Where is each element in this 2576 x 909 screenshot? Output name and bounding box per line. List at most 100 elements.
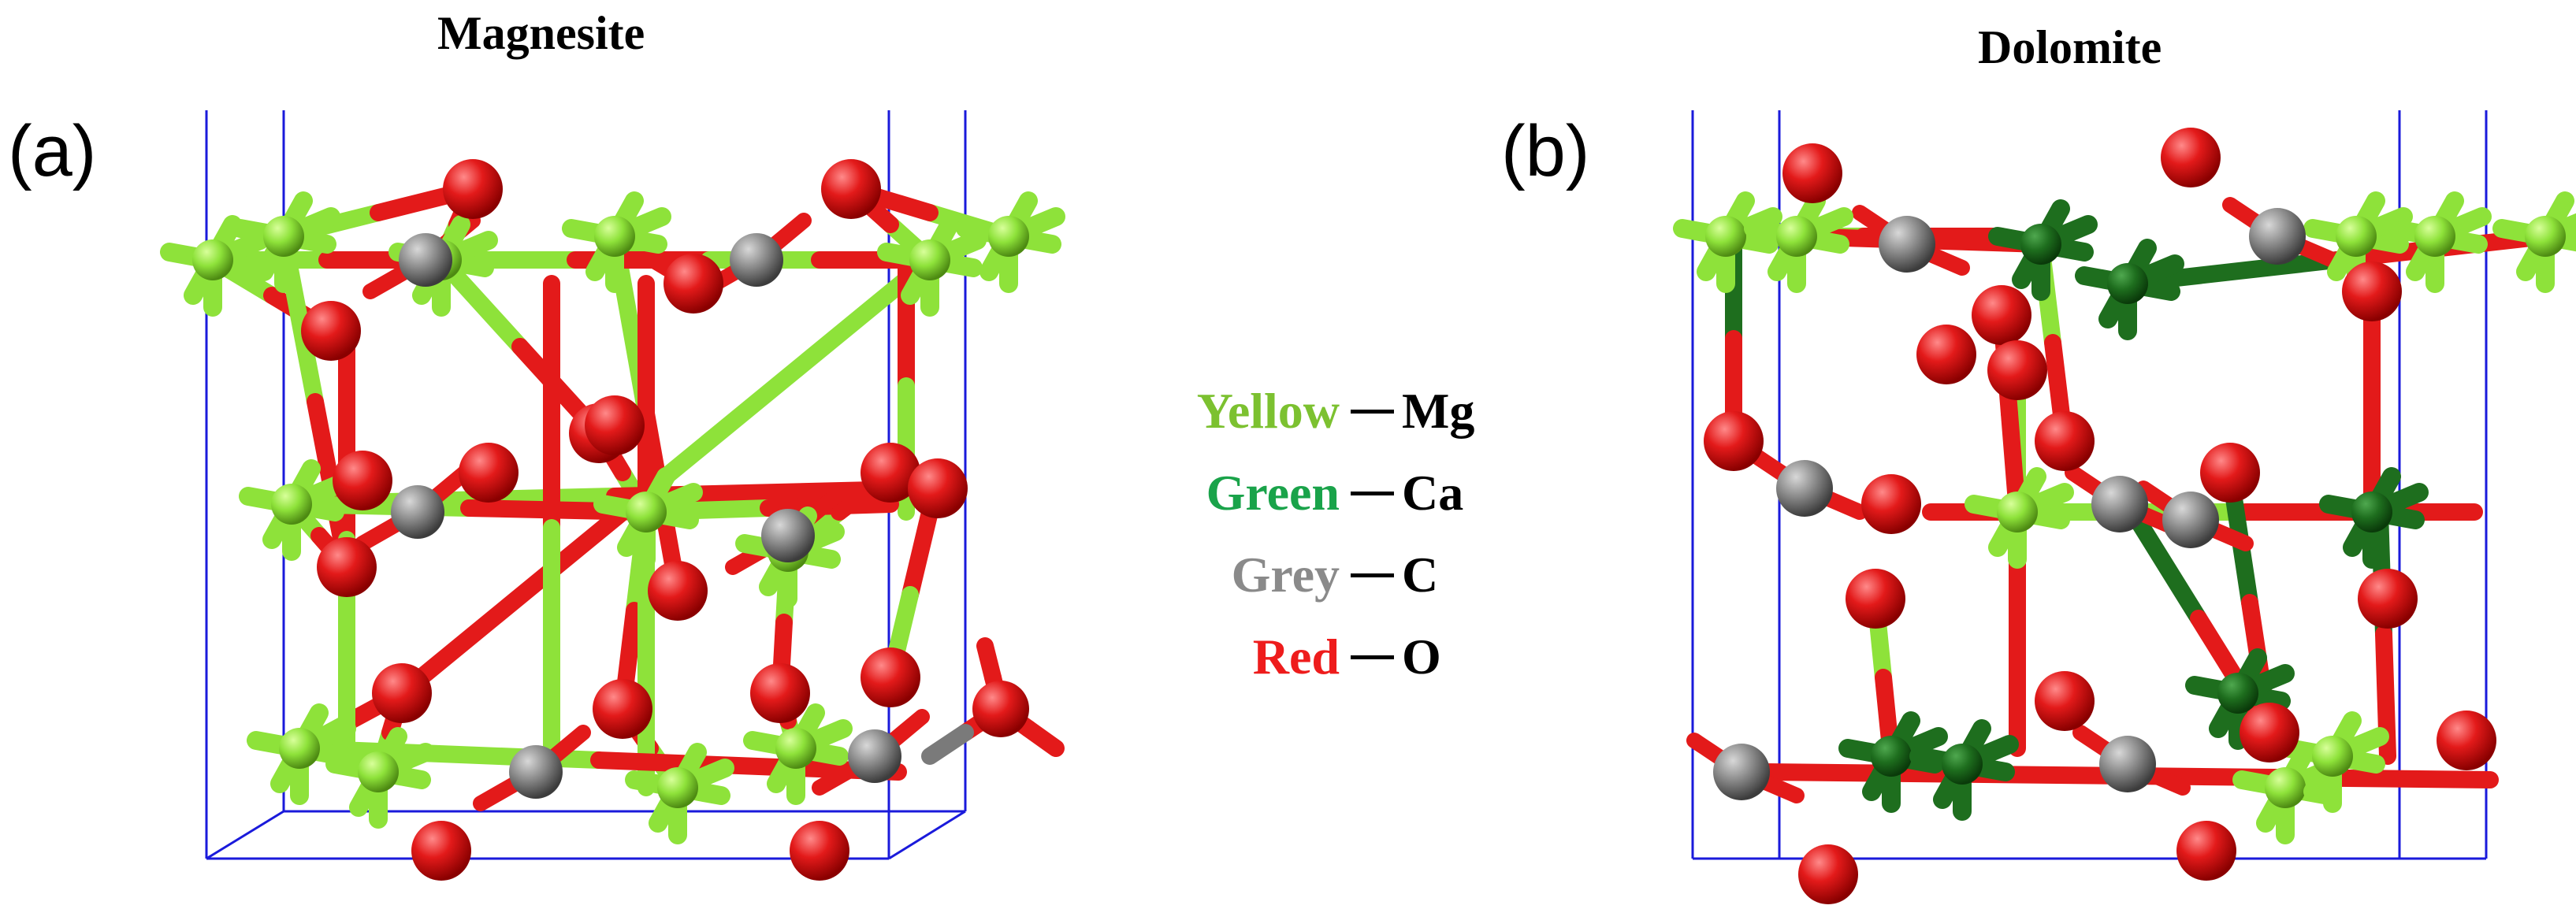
atom-mg	[192, 239, 233, 280]
atom-o	[790, 821, 849, 881]
atom-o	[861, 647, 920, 707]
atom-o	[648, 561, 708, 621]
panel-a-title: Magnesite	[437, 7, 645, 59]
bond	[657, 251, 939, 485]
atom-c	[848, 729, 901, 783]
atom-o	[301, 301, 361, 361]
atom-mg	[657, 767, 698, 808]
atom-ca	[2107, 263, 2148, 304]
atom-ca	[2217, 673, 2258, 714]
atom-o	[750, 663, 810, 723]
atom-mg	[1776, 216, 1817, 257]
atom-o	[908, 458, 968, 518]
bond	[921, 724, 974, 765]
atom-ca	[1942, 744, 1983, 785]
legend-color-name: Grey	[1231, 547, 1340, 603]
atom-c	[2162, 492, 2219, 548]
atom-o	[1846, 569, 1905, 629]
atom-mg	[2312, 736, 2353, 777]
panel-a-label: (a)	[8, 111, 97, 191]
atom-o	[1987, 340, 2047, 400]
legend-element: Mg	[1402, 383, 1475, 439]
bond	[976, 637, 1002, 686]
atom-mg	[909, 239, 950, 280]
atom-ca	[2020, 224, 2061, 265]
legend-row-mg: Yellow Mg	[1147, 370, 1525, 452]
legend-dash	[1351, 409, 1394, 414]
atom-c	[1713, 744, 1770, 800]
atom-mg	[2414, 216, 2455, 257]
atom-o	[1704, 411, 1764, 471]
legend-dash	[1351, 491, 1394, 495]
legend-element: C	[1402, 547, 1439, 603]
atom-c	[730, 233, 783, 287]
atom-o	[1861, 474, 1921, 534]
atom-o	[2035, 671, 2095, 731]
atom-c	[1776, 460, 1833, 517]
atom-o	[2176, 821, 2236, 881]
atom-mg	[2265, 767, 2306, 808]
atom-o	[2342, 262, 2402, 321]
legend-row-o: Red O	[1147, 616, 1525, 698]
atom-o	[861, 443, 920, 503]
atom-c	[399, 233, 452, 287]
legend-element: Ca	[1402, 465, 1464, 521]
atom-mg	[263, 216, 304, 257]
atom-o	[2358, 569, 2418, 629]
atom-c	[2091, 476, 2148, 532]
bond	[2119, 251, 2345, 292]
atom-o	[585, 395, 645, 455]
legend-element: O	[1402, 629, 1441, 685]
atom-mg	[358, 751, 399, 792]
atom-o	[2240, 703, 2299, 762]
legend-color-name: Green	[1206, 465, 1340, 521]
atom-c	[509, 745, 563, 799]
panel-a-structure	[160, 159, 1065, 881]
legend-dash	[1351, 573, 1394, 577]
atom-mg	[2525, 216, 2566, 257]
atom-o	[972, 681, 1029, 737]
legend-dash	[1351, 655, 1394, 659]
atom-o	[664, 254, 723, 314]
legend-color-name: Red	[1252, 629, 1340, 685]
atom-o	[333, 451, 392, 510]
atom-o	[1798, 844, 1858, 904]
atom-o	[2161, 128, 2221, 187]
atom-o	[2200, 443, 2260, 503]
atom-o	[372, 663, 432, 723]
atom-c	[1879, 216, 1935, 273]
panel-b-label: (b)	[1501, 111, 1590, 191]
atom-o	[1972, 285, 2031, 345]
atom-o	[2437, 711, 2496, 770]
atom-mg	[988, 216, 1029, 257]
atom-c	[391, 485, 444, 539]
atom-o	[1916, 325, 1976, 384]
atom-o	[443, 159, 503, 219]
atom-o	[821, 159, 881, 219]
atom-mg	[626, 492, 667, 532]
legend-row-ca: Green Ca	[1147, 452, 1525, 534]
atom-mg	[1997, 492, 2038, 532]
legend-row-c: Grey C	[1147, 534, 1525, 616]
atom-mg	[271, 484, 312, 525]
panel-b-title: Dolomite	[1978, 21, 2162, 73]
panel-b-structure	[1673, 128, 2576, 904]
atom-o	[317, 537, 377, 597]
atom-o	[1782, 143, 1842, 203]
atom-mg	[594, 216, 635, 257]
atom-mg	[2336, 216, 2377, 257]
atom-o	[411, 821, 471, 881]
atom-mg	[1705, 216, 1746, 257]
element-legend: Yellow Mg Green Ca Grey C Red O	[1147, 370, 1525, 698]
atom-c	[2099, 736, 2156, 792]
bond	[1020, 720, 1065, 757]
atom-o	[2035, 411, 2095, 471]
atom-o	[459, 443, 519, 503]
bond	[901, 503, 939, 603]
atom-c	[2249, 208, 2306, 265]
atom-mg	[775, 728, 816, 769]
atom-mg	[279, 728, 320, 769]
atom-ca	[1871, 736, 1912, 777]
legend-color-name: Yellow	[1196, 383, 1340, 439]
